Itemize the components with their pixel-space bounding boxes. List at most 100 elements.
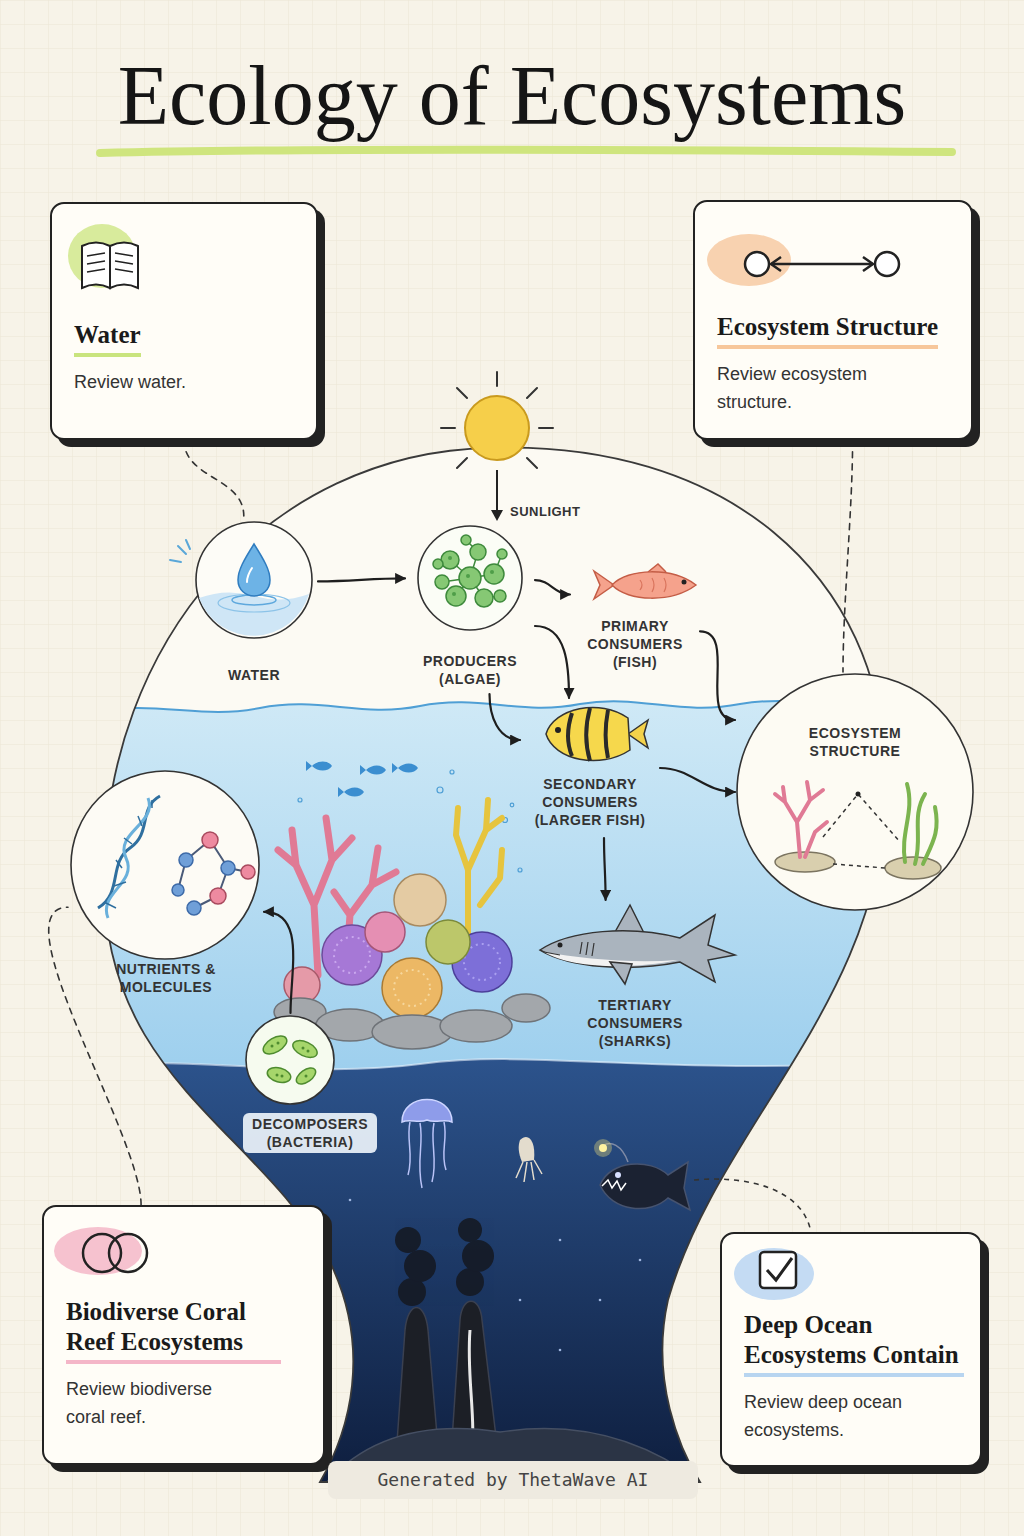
circle-outline-part <box>435 575 449 589</box>
circle-outline-part <box>178 840 248 908</box>
coral-reef-part <box>394 874 446 926</box>
card-icon-part <box>82 243 110 289</box>
organism-drawing-part <box>648 564 666 572</box>
card-icon <box>695 202 935 312</box>
card-body: Review ecosystem structure. <box>717 361 917 417</box>
circle-outline-part <box>305 1075 308 1078</box>
node-label: ECOSYSTEM STRUCTURE <box>795 724 915 760</box>
hydrothermal-vents-part <box>458 1218 482 1242</box>
circle-outline-part <box>452 592 456 596</box>
squid <box>516 1137 542 1182</box>
circle-outline-part <box>737 674 973 910</box>
circle-outline-part <box>475 589 493 607</box>
circle-outline-part <box>294 1065 319 1087</box>
flow-arrow <box>535 580 570 594</box>
coral-reef-part <box>372 1015 452 1049</box>
circle-outline-part <box>238 544 270 596</box>
circle-outline-part <box>172 853 235 915</box>
hydrothermal-vents-part <box>456 1268 484 1296</box>
node-label: DECOMPOSERS (BACTERIA) <box>243 1113 377 1153</box>
card-icon-part <box>767 1258 792 1280</box>
coral-reef-part <box>502 994 550 1022</box>
circle-outline-part <box>104 800 152 908</box>
hydrothermal-vents <box>320 1218 710 1490</box>
sun-part <box>465 396 529 460</box>
jellyfish-part <box>402 1100 452 1123</box>
organism-drawing-part <box>540 915 735 982</box>
circle-outline-part <box>277 1042 280 1045</box>
card-icon-part <box>745 252 769 276</box>
circle-outline-part <box>448 556 452 560</box>
circle-outline-part <box>271 1045 274 1048</box>
organism-drawing-part <box>558 943 563 948</box>
anglerfish-part <box>602 1180 626 1190</box>
circle-outline-part <box>199 592 309 635</box>
coral-reef <box>274 800 550 1049</box>
arrow-label: SUNLIGHT <box>510 503 580 521</box>
circle-outline <box>190 516 318 686</box>
fish-school-part <box>360 765 386 775</box>
diagram-title: Ecology of Ecosystems <box>0 50 1024 142</box>
circle-outline-part <box>290 1037 319 1061</box>
circle-outline-part <box>461 535 471 545</box>
circle-outline-part <box>484 564 504 584</box>
circle-outline-part <box>247 568 252 582</box>
dashed-link <box>184 440 244 516</box>
card-body: Review biodiverse coral reef. <box>66 1376 241 1432</box>
fish-school-part <box>338 787 364 797</box>
coral-reef-part <box>382 958 442 1018</box>
bubbles-part <box>510 803 514 807</box>
splash-marks <box>170 540 190 562</box>
card-icon-part <box>110 243 138 289</box>
marine-snow-part <box>559 1349 562 1352</box>
circle-outline-part <box>266 1065 293 1085</box>
flow-arrow <box>700 631 735 720</box>
circle-outline-part <box>271 1042 310 1078</box>
circle-outline-part <box>497 549 507 559</box>
organism-drawing-part <box>568 708 608 761</box>
circle-outline-part <box>172 884 184 896</box>
node-label: TERTIARY CONSUMERS (SHARKS) <box>575 996 695 1050</box>
circle-outline-part <box>470 544 486 560</box>
circle-outline-part <box>276 1074 279 1077</box>
node-label: WATER <box>190 666 318 684</box>
flow-arrow <box>660 768 735 792</box>
marine-snow-part <box>349 1199 352 1202</box>
circle-outline-part <box>446 586 466 606</box>
topic-card: Deep Ocean Ecosystems ContainReview deep… <box>720 1232 982 1467</box>
card-icon <box>44 1207 194 1297</box>
organism-drawing-part <box>544 942 594 956</box>
circle-outline-part <box>441 551 459 569</box>
flow-arrow <box>490 694 521 740</box>
anglerfish-part <box>615 1172 621 1178</box>
card-icon-part <box>734 1248 814 1300</box>
anglerfish-part <box>600 1162 690 1210</box>
bubbles-part <box>298 798 302 802</box>
card-body: Review water. <box>74 369 300 397</box>
marine-snow <box>349 1199 642 1352</box>
organism-drawing-part <box>610 962 632 984</box>
circle-outline-part <box>221 861 235 875</box>
card-icon-part <box>109 1234 147 1272</box>
concept-circle: WATER <box>190 516 318 688</box>
topic-card: Biodiverse Coral Reef EcosystemsReview b… <box>42 1205 325 1465</box>
card-heading: Water <box>74 320 141 357</box>
topic-card: WaterReview water. <box>50 202 318 440</box>
concept-circle: ECOSYSTEM STRUCTURE <box>735 672 975 912</box>
circle-outline-part <box>494 590 506 602</box>
watermark: Generated by ThetaWave AI <box>328 1461 698 1499</box>
bubbles-part <box>518 868 522 872</box>
hydrothermal-vents-part <box>398 1278 426 1306</box>
organism-drawing-part <box>628 720 648 748</box>
concept-circle: DECOMPOSERS (BACTERIA) <box>235 1013 385 1158</box>
node-label: NUTRIENTS & MOLECULES <box>91 960 241 996</box>
fish-school-part <box>306 761 332 771</box>
card-heading: Biodiverse Coral Reef Ecosystems <box>66 1297 281 1364</box>
circle-outline-part <box>199 544 309 636</box>
circle-outline-part <box>433 535 507 607</box>
hydrothermal-vents-part <box>404 1250 436 1282</box>
circle-outline-part <box>433 559 443 569</box>
card-body: Review deep ocean ecosystems. <box>744 1389 934 1445</box>
circle-outline-part <box>459 567 481 589</box>
